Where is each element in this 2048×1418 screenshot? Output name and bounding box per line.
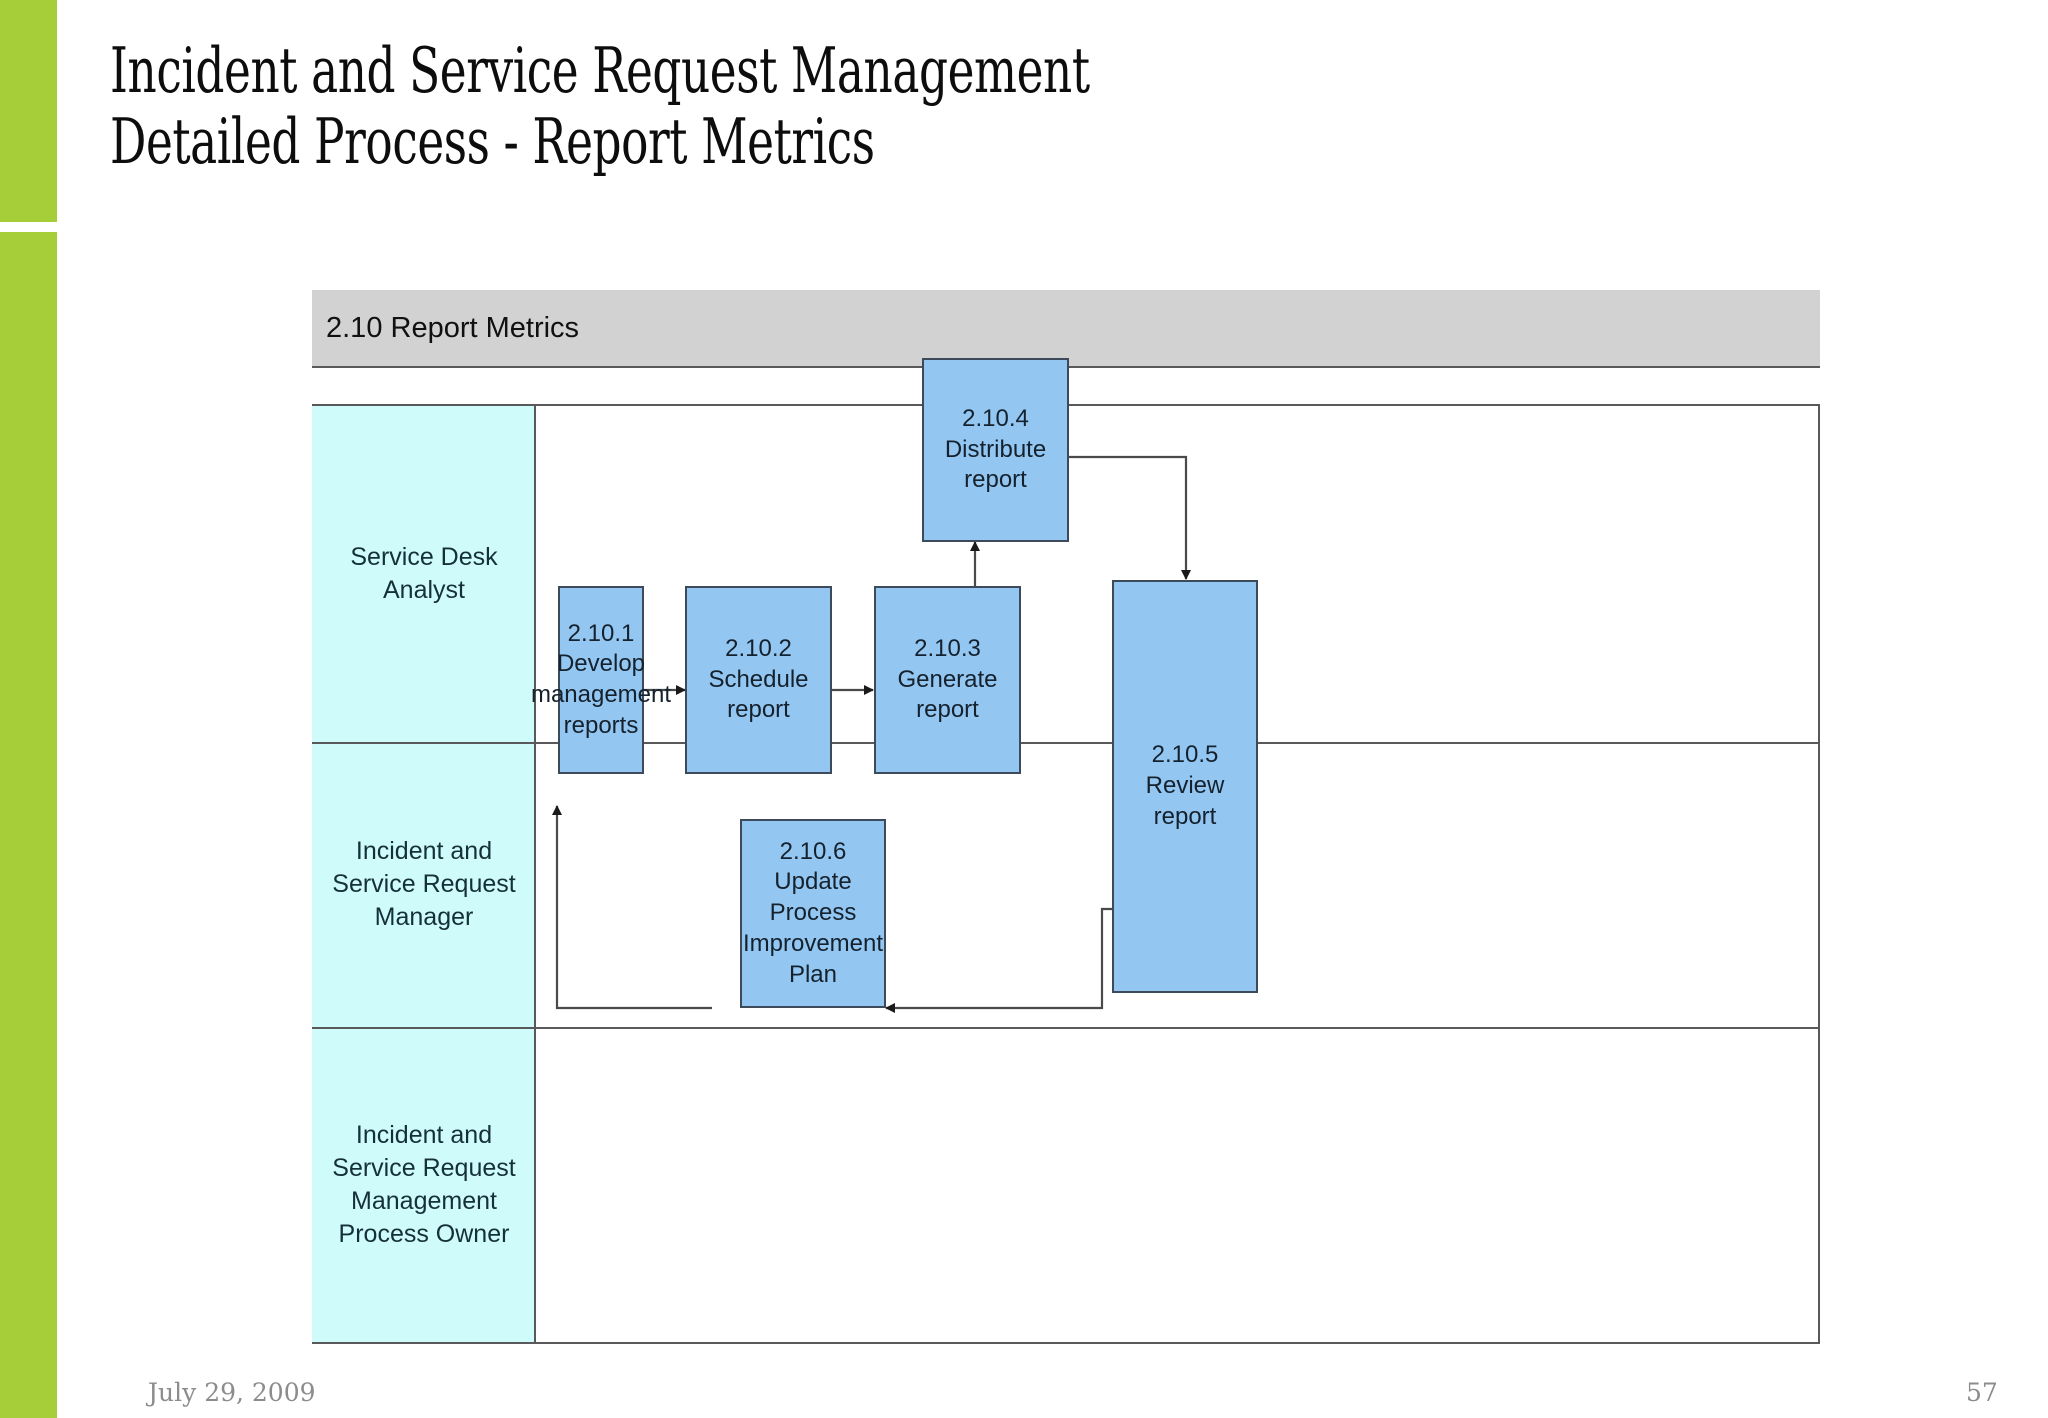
lane-label-process-owner: Incident and Service Request Management … xyxy=(332,1120,516,1248)
accent-bar-bottom xyxy=(0,232,57,1418)
lane-divider-1 xyxy=(312,742,534,744)
body-lane-divider-2 xyxy=(536,1027,1820,1029)
process-box-2-10-4[interactable]: 2.10.4 Distribute report xyxy=(922,358,1069,542)
process-box-2-10-2[interactable]: 2.10.2 Schedule report xyxy=(685,586,832,774)
lane-label-column: Service Desk Analyst Incident and Servic… xyxy=(312,406,536,1342)
process-box-2-10-5[interactable]: 2.10.5 Review report xyxy=(1112,580,1258,993)
diagram-header-band: 2.10 Report Metrics xyxy=(312,290,1820,368)
diagram-header-label: 2.10 Report Metrics xyxy=(326,312,580,344)
lane-label-service-desk-analyst: Service Desk Analyst xyxy=(350,543,498,604)
footer-page-number: 57 xyxy=(1966,1378,1998,1407)
process-box-2-10-3[interactable]: 2.10.3 Generate report xyxy=(874,586,1021,774)
slide-title: Incident and Service Request Management … xyxy=(110,34,1090,178)
accent-bar-top xyxy=(0,0,57,222)
process-diagram: 2.10 Report Metrics Service Desk Analyst… xyxy=(312,290,1820,1344)
footer-date: July 29, 2009 xyxy=(148,1378,316,1407)
lane-divider-2 xyxy=(312,1027,534,1029)
lane-label-incident-service-request-manager: Incident and Service Request Manager xyxy=(332,837,516,931)
process-box-2-10-6[interactable]: 2.10.6 Update Process Improvement Plan xyxy=(740,819,886,1008)
process-box-2-10-1[interactable]: 2.10.1 Develop management reports xyxy=(531,586,671,774)
